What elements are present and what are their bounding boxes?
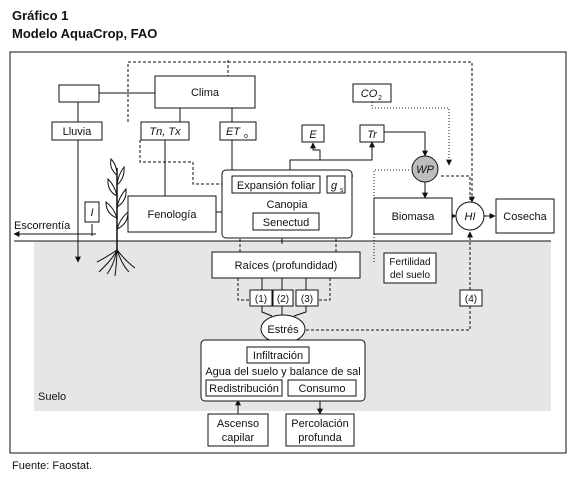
stress-1-label: (1) [255,294,267,305]
e-box [301,124,325,143]
biomasa-box [373,197,453,235]
redistribucion-box [205,379,283,397]
tn-tx-label: Tn, Tx [149,126,181,138]
escorrentia-label: Escorrentía [14,220,71,232]
diagram-frame [9,51,567,454]
estres-label: Estrés [267,324,299,336]
cosecha-label: Cosecha [503,211,547,223]
wp-label: WP [416,164,434,176]
canopia-label: Canopia [267,199,309,211]
fertilidad-line1: Fertilidad [389,257,430,268]
senectud-box [252,212,320,231]
figure-subtitle: Modelo AquaCrop, FAO [12,26,158,41]
expansion-foliar-label: Expansión foliar [237,180,316,192]
fenologia-label: Fenología [148,209,198,221]
stress-4-label: (4) [465,294,477,305]
co2-label: CO [361,88,378,100]
hi-label: HI [465,211,476,223]
ascenso-box [207,413,269,447]
percolacion-line2: profunda [298,432,342,444]
plant-illustration [96,157,136,277]
agua-suelo-label: Agua del suelo y balance de sal [205,366,360,378]
senectud-label: Senectud [263,217,309,229]
infiltracion-box [246,346,310,364]
fenologia-box [127,195,217,233]
biomasa-label: Biomasa [392,211,436,223]
stress-3-label: (3) [301,294,313,305]
figure-title: Gráfico 1 [12,8,69,23]
gs-box [326,175,346,194]
stress-1-box [249,289,273,307]
hi-circle [455,201,485,231]
percolacion-box [285,413,355,447]
co2-subscript: 2 [378,95,382,102]
clima-box [154,75,256,109]
irrigation-box [84,201,100,223]
wp-circle [411,155,439,183]
rain-gauge-box [58,84,100,103]
e-label: E [309,129,317,141]
stress-3-box [295,289,319,307]
eto-label: ET [226,126,241,138]
consumo-box [287,379,357,397]
gs-subscript: s [340,187,344,194]
ascenso-line2: capilar [222,432,255,444]
clima-label: Clima [191,87,220,99]
fertilidad-line2: del suelo [390,270,430,281]
expansion-foliar-box [231,175,321,194]
tr-box [359,124,385,143]
eto-subscript: o [244,133,248,140]
redistribucion-label: Redistribución [209,383,279,395]
soil-label: Suelo [38,391,66,403]
source-note: Fuente: Faostat. [12,460,93,472]
ascenso-line1: Ascenso [217,418,259,430]
co2-box [352,83,392,103]
lluvia-box [51,121,103,141]
fertilidad-box [383,252,437,284]
tr-label: Tr [367,129,378,141]
lluvia-label: Lluvia [63,126,93,138]
eto-box [219,121,257,141]
tn-tx-box [140,121,190,141]
consumo-label: Consumo [298,383,345,395]
raices-box [211,251,361,279]
stress-2-box [272,289,294,307]
percolacion-line1: Percolación [291,418,348,430]
raices-label: Raíces (profundidad) [235,260,338,272]
stress-2-label: (2) [277,294,289,305]
stress-4-box [459,289,483,307]
irrigation-label: I [90,207,93,219]
cosecha-box [495,198,555,234]
gs-label: g [331,180,338,192]
infiltracion-label: Infiltración [253,350,303,362]
